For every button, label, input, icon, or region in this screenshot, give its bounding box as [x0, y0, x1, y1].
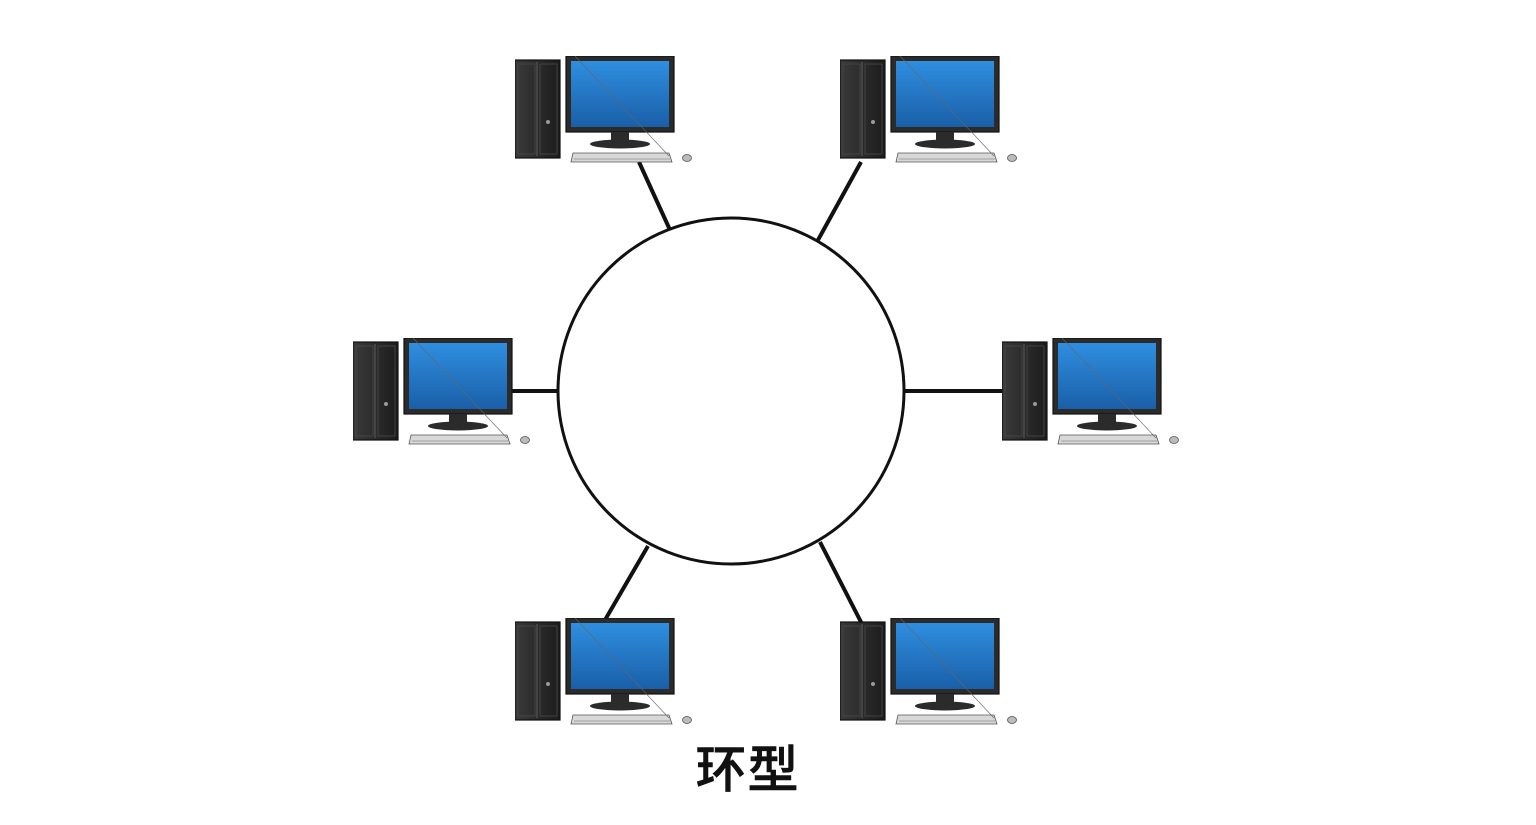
network-links	[512, 161, 1002, 625]
computer-bottom-left	[515, 618, 693, 725]
computer-top-right	[840, 56, 1018, 163]
link-top-right	[816, 161, 863, 241]
link-top-left	[637, 161, 672, 231]
link-bottom-right	[818, 541, 864, 625]
computer-top-left	[515, 56, 693, 163]
computer-middle-left	[353, 338, 531, 445]
ring	[556, 216, 906, 566]
computer-middle-right	[1002, 338, 1180, 445]
link-bottom-left	[603, 544, 650, 622]
diagram-caption: 环型	[696, 741, 800, 799]
computer-bottom-right	[840, 618, 1018, 725]
